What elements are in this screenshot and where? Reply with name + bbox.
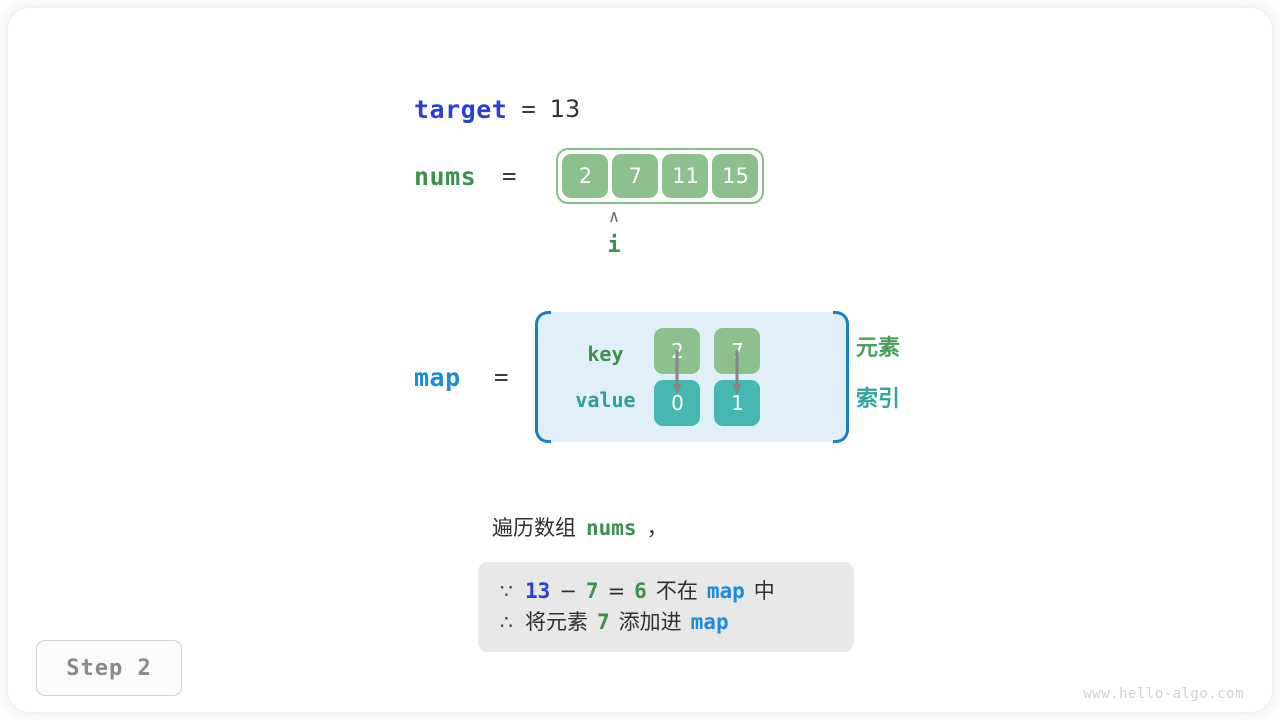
map-key-cell: 2 [654,328,701,374]
map-row: map = key value 2 0 [414,311,850,443]
array-cell: 11 [662,154,709,198]
note1-text-mid: 不在 [655,579,698,603]
map-value-cell: 0 [654,380,701,426]
array-cell: 15 [712,154,759,198]
target-value: 13 [549,95,581,123]
caption-code-nums: nums [586,516,637,540]
note1-minus-sign: − [559,579,577,603]
map-variable-name: map [414,362,461,392]
explanation-box: ∵ 13 − 7 = 6 不在 map 中 ∴ 将元素 7 添加进 map [478,562,854,652]
note2-code-map: map [690,610,729,634]
note2-text-before: 将元素 [525,610,588,634]
note1-equals-sign: = [607,579,626,603]
array-cell: 7 [612,154,659,198]
legend-index-label: 索引 [856,387,901,412]
explanation-line-1: ∵ 13 − 7 = 6 不在 map 中 [500,575,832,606]
legend-element-label: 元素 [856,336,901,361]
step-badge: Step 2 [36,640,182,696]
map-inner: key value 2 0 7 1 [536,312,848,442]
pointer-label: i [607,233,621,258]
because-symbol: ∵ [500,579,513,603]
nums-equals-sign: = [502,162,517,190]
map-row-labels: key value [562,342,648,412]
nums-variable-name: nums [414,161,477,191]
map-entries: 2 0 7 1 [654,328,761,426]
therefore-symbol: ∴ [500,610,513,634]
map-value-label: value [575,388,636,412]
map-entry: 7 1 [714,328,761,426]
note2-code-num: 7 [597,610,610,634]
caret-up-icon: ∧ [608,207,620,227]
map-entry: 2 0 [654,328,701,426]
note1-result-value: 6 [634,579,647,603]
watermark: www.hello-algo.com [1083,686,1244,702]
target-equals-sign: = [521,95,536,123]
index-pointer: ∧ i [594,208,634,257]
note1-text-end: 中 [753,579,775,603]
nums-array-container: 2 7 11 15 [556,148,765,204]
array-cell: 2 [562,154,609,198]
map-legends: 元素 索引 [856,336,900,413]
map-value-cell: 1 [714,380,761,426]
target-variable-name: target [414,94,508,124]
caption-text-before: 遍历数组 [492,516,576,540]
explanation-line-2: ∴ 将元素 7 添加进 map [500,606,832,637]
note1-code-map: map [706,579,745,603]
caption-text-after: ， [646,516,668,540]
map-container: key value 2 0 7 1 [535,311,850,443]
caption-line: 遍历数组 nums ， [492,512,668,542]
step-label: Step 2 [66,655,152,681]
bracket-left-icon [535,311,552,443]
target-row: target = 13 [414,92,580,126]
note1-target-value: 13 [525,579,551,603]
map-equals-sign: = [494,363,509,391]
nums-row: nums = 2 7 11 15 [414,148,765,204]
map-key-label: key [587,342,624,366]
map-key-cell: 7 [714,328,761,374]
note2-text-mid: 添加进 [618,610,682,634]
note1-current-value: 7 [585,579,599,603]
bracket-right-icon [833,311,850,443]
